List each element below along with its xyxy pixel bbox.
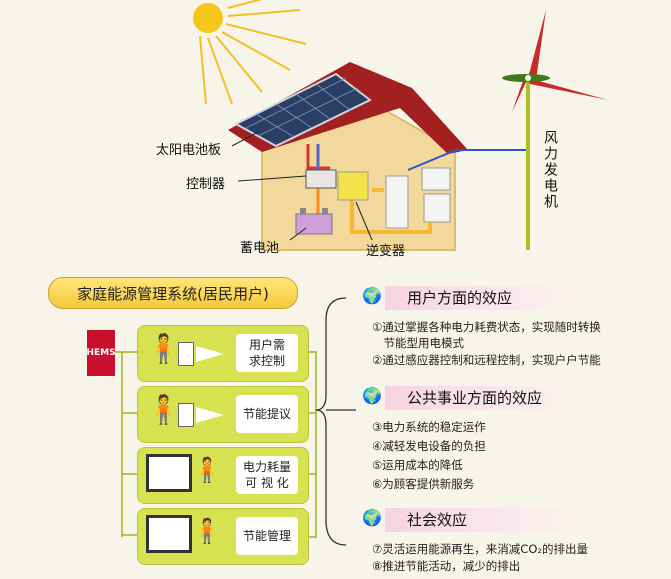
inverter-icon [337, 171, 369, 201]
globe-icon: 🌍 [362, 286, 382, 305]
controller-label: 控制器 [186, 177, 226, 192]
fridge-icon [385, 175, 409, 229]
effect-line: 节能型用电模式 [372, 336, 464, 350]
battery-label: 蓄电池 [240, 241, 280, 256]
hems-card-power-visualization: 🧍 电力耗量 可 视 化 [137, 447, 309, 504]
wind-generator-label: 风力发电机 [542, 130, 558, 210]
effect-line: ⑧推进节能活动，减少的排出 [372, 559, 521, 573]
inverter-label: 逆变器 [366, 244, 406, 259]
tv-icon [421, 167, 451, 191]
effect-line: ④减轻发电设备的负担 [372, 439, 486, 453]
house-illustration [193, 0, 608, 251]
hems-card-energy-management: 🧍 节能管理 [137, 508, 309, 565]
hems-logo: HEMS [86, 330, 116, 376]
effect-line: ②通过感应器控制和远程控制，实现户户节能 [372, 353, 601, 367]
controller-icon [305, 169, 337, 189]
card-label: 节能提议 [236, 395, 298, 433]
effect-line: ③电力系统的稳定运作 [372, 420, 486, 434]
remote-icon [178, 403, 194, 427]
effect-line: ⑦灵活运用能源再生，来消减CO₂的排出量 [372, 542, 588, 556]
wind-turbine-icon [502, 10, 608, 250]
effect-title-user: 用户方面的效应 [385, 286, 587, 310]
globe-icon: 🌍 [362, 508, 382, 527]
globe-icon: 🌍 [362, 386, 382, 405]
effect-line: ⑤运用成本的降低 [372, 458, 463, 472]
person-icon: 🧍 [192, 456, 222, 484]
signal-icon [196, 407, 224, 423]
solar-panel-label: 太阳电池板 [156, 143, 222, 158]
effect-line: ⑥为顾客提供新服务 [372, 477, 475, 491]
hems-card-user-demand: 🧍 用户需 求控制 [137, 325, 309, 382]
solar-panel-icon [233, 72, 372, 148]
effect-title-public: 公共事业方面的效应 [385, 386, 587, 410]
sun-icon [193, 0, 307, 105]
washer-icon [423, 193, 451, 223]
effect-line: ①通过掌握各种电力耗费状态，实现随时转换 [372, 320, 601, 334]
hems-title: 家庭能源管理系统(居民用户) [48, 277, 298, 309]
monitor-icon [146, 454, 192, 492]
monitor-icon [146, 515, 192, 553]
card-label: 节能管理 [236, 517, 298, 555]
signal-icon [196, 346, 224, 362]
remote-icon [178, 342, 194, 366]
effect-title-social: 社会效应 [385, 508, 587, 532]
person-icon: 🧍 [146, 332, 181, 365]
hems-card-energy-saving-proposal: 🧍 节能提议 [137, 386, 309, 443]
card-label: 电力耗量 可 视 化 [236, 456, 298, 494]
card-label: 用户需 求控制 [236, 334, 298, 372]
person-icon: 🧍 [146, 393, 181, 426]
person-icon: 🧍 [192, 517, 222, 545]
